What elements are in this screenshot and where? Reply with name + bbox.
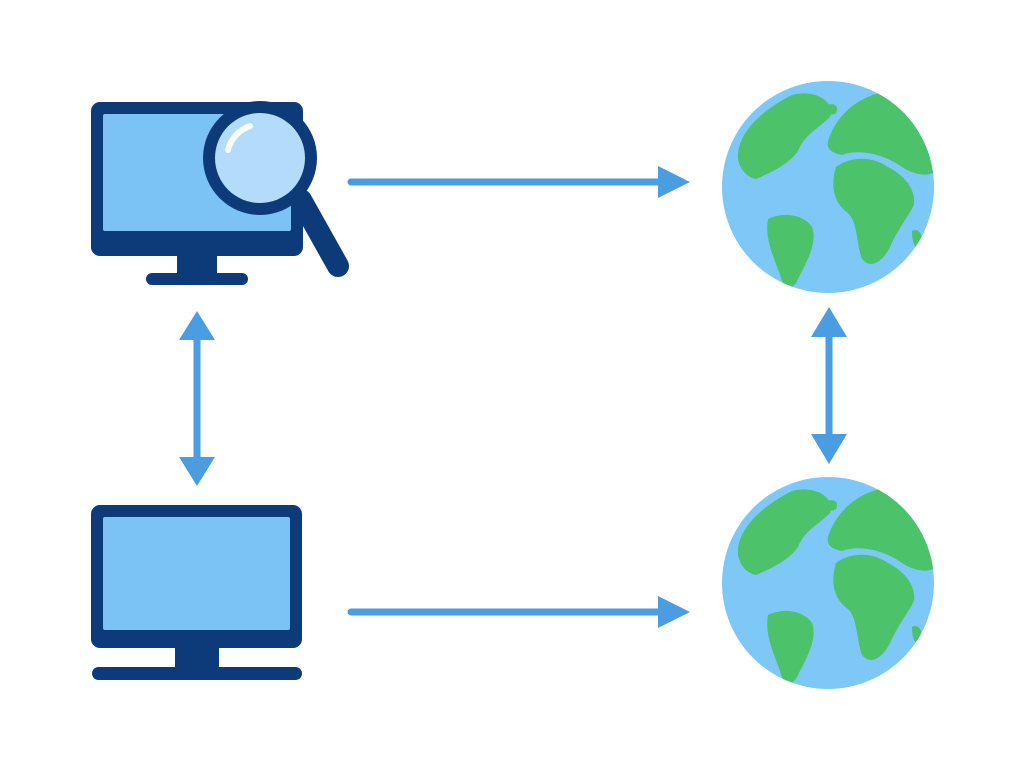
arrow-bidirectional-left: [179, 311, 215, 486]
monitor-with-magnifier-icon: [91, 101, 349, 285]
arrow-right-top: [347, 166, 690, 198]
monitor-icon: [91, 505, 302, 680]
arrow-right-bottom: [347, 596, 690, 628]
arrow-bidirectional-right: [811, 307, 847, 464]
magnifier-icon: [203, 101, 349, 277]
globe-icon: [722, 81, 934, 293]
globe-icon: [722, 477, 934, 689]
